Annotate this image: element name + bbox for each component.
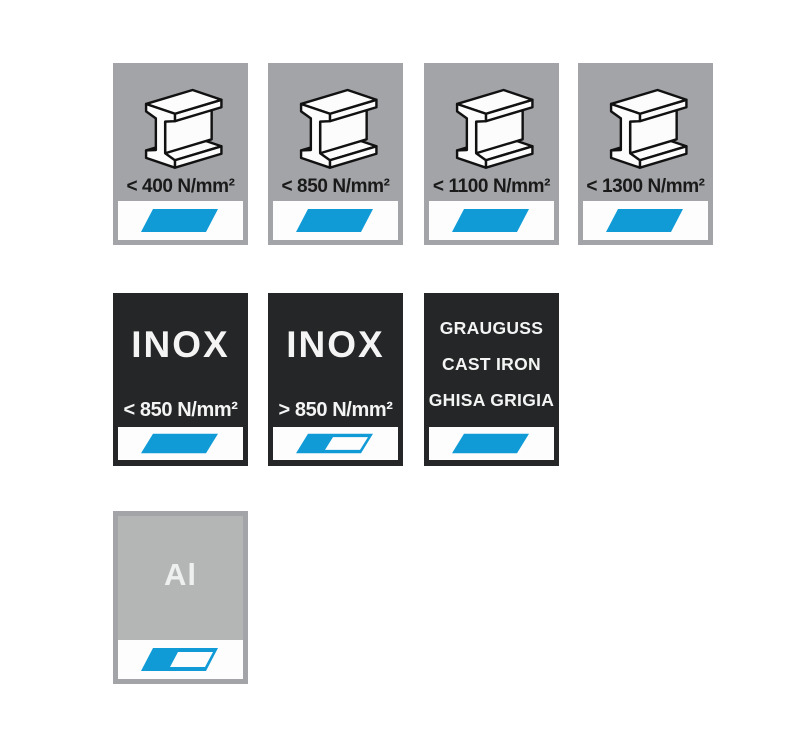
steel-i-beam-icon	[609, 88, 688, 169]
marker-strip	[273, 427, 398, 460]
marker-strip	[429, 427, 554, 460]
steel-i-beam-icon	[144, 88, 223, 169]
tensile-strength-label: < 850 N/mm²	[123, 399, 238, 421]
cut-marker-solid-icon	[141, 209, 218, 232]
tensile-strength-label: < 1100 N/mm²	[432, 176, 551, 197]
cut-marker-split-icon	[296, 433, 373, 454]
marker-strip	[583, 201, 708, 240]
material-name-it: GHISA GRIGIA	[428, 390, 555, 410]
marker-strip	[118, 201, 243, 240]
material-name-label: INOX	[131, 324, 230, 365]
material-tile-inox-850-under: INOX < 850 N/mm²	[113, 293, 248, 466]
material-tile-steel-1100: < 1100 N/mm²	[424, 63, 559, 245]
cut-marker-solid-icon	[452, 209, 529, 232]
material-name-label: Al	[164, 557, 197, 592]
marker-strip	[273, 201, 398, 240]
steel-i-beam-icon	[299, 88, 378, 169]
marker-strip	[118, 640, 243, 679]
steel-i-beam-icon	[455, 88, 534, 169]
cut-marker-solid-icon	[606, 209, 683, 232]
tensile-strength-label: < 1300 N/mm²	[586, 176, 705, 197]
cut-marker-solid-icon	[296, 209, 373, 232]
marker-strip	[118, 427, 243, 460]
tensile-strength-label: < 850 N/mm²	[281, 176, 390, 197]
tensile-strength-label: > 850 N/mm²	[278, 399, 393, 421]
material-name-en: CAST IRON	[442, 354, 541, 374]
aluminum-panel	[118, 516, 243, 640]
material-tile-steel-850: < 850 N/mm²	[268, 63, 403, 245]
material-name-label: INOX	[286, 324, 385, 365]
material-tile-steel-400: < 400 N/mm²	[113, 63, 248, 245]
material-tile-steel-1300: < 1300 N/mm²	[578, 63, 713, 245]
marker-strip	[429, 201, 554, 240]
cut-marker-solid-icon	[452, 433, 529, 454]
material-name-de: GRAUGUSS	[439, 318, 544, 338]
material-tile-cast-iron: GRAUGUSS CAST IRON GHISA GRIGIA	[424, 293, 559, 466]
tensile-strength-label: < 400 N/mm²	[126, 176, 235, 197]
cut-marker-split-icon	[141, 648, 218, 671]
material-tile-inox-850-over: INOX > 850 N/mm²	[268, 293, 403, 466]
cut-marker-solid-icon	[141, 433, 218, 454]
material-name-multilang: GRAUGUSS CAST IRON GHISA GRIGIA	[424, 310, 559, 418]
material-tile-aluminum: Al	[113, 511, 248, 684]
